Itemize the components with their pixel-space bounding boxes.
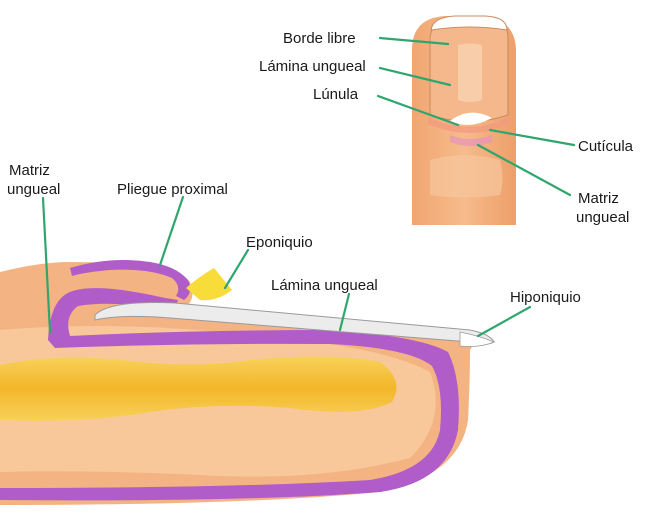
label-eponiquio: Eponiquio [246, 234, 313, 251]
leader-pliegue-proximal [160, 197, 183, 265]
label-matriz-top-line1: Matriz [578, 190, 619, 207]
eponychium-shape [186, 268, 232, 300]
label-pliegue-proximal: Pliegue proximal [117, 181, 228, 198]
finger-top-view [412, 16, 516, 225]
label-lamina-ungueal-top: Lámina ungueal [259, 58, 366, 75]
label-hiponiquio: Hiponiquio [510, 289, 581, 306]
skin-highlight [430, 155, 503, 198]
label-matriz-side-line2: ungueal [7, 181, 60, 198]
finger-cross-section [0, 260, 494, 505]
nail-shine [458, 44, 482, 103]
label-matriz-side-line1: Matriz [9, 162, 50, 179]
label-matriz-top-line2: ungueal [576, 209, 629, 226]
label-cuticula: Cutícula [578, 138, 634, 155]
leader-hiponiquio [478, 307, 530, 336]
leader-eponiquio [225, 250, 248, 288]
label-borde-libre: Borde libre [283, 30, 356, 47]
label-lamina-ungueal-side: Lámina ungueal [271, 277, 378, 294]
label-lunula: Lúnula [313, 86, 359, 103]
